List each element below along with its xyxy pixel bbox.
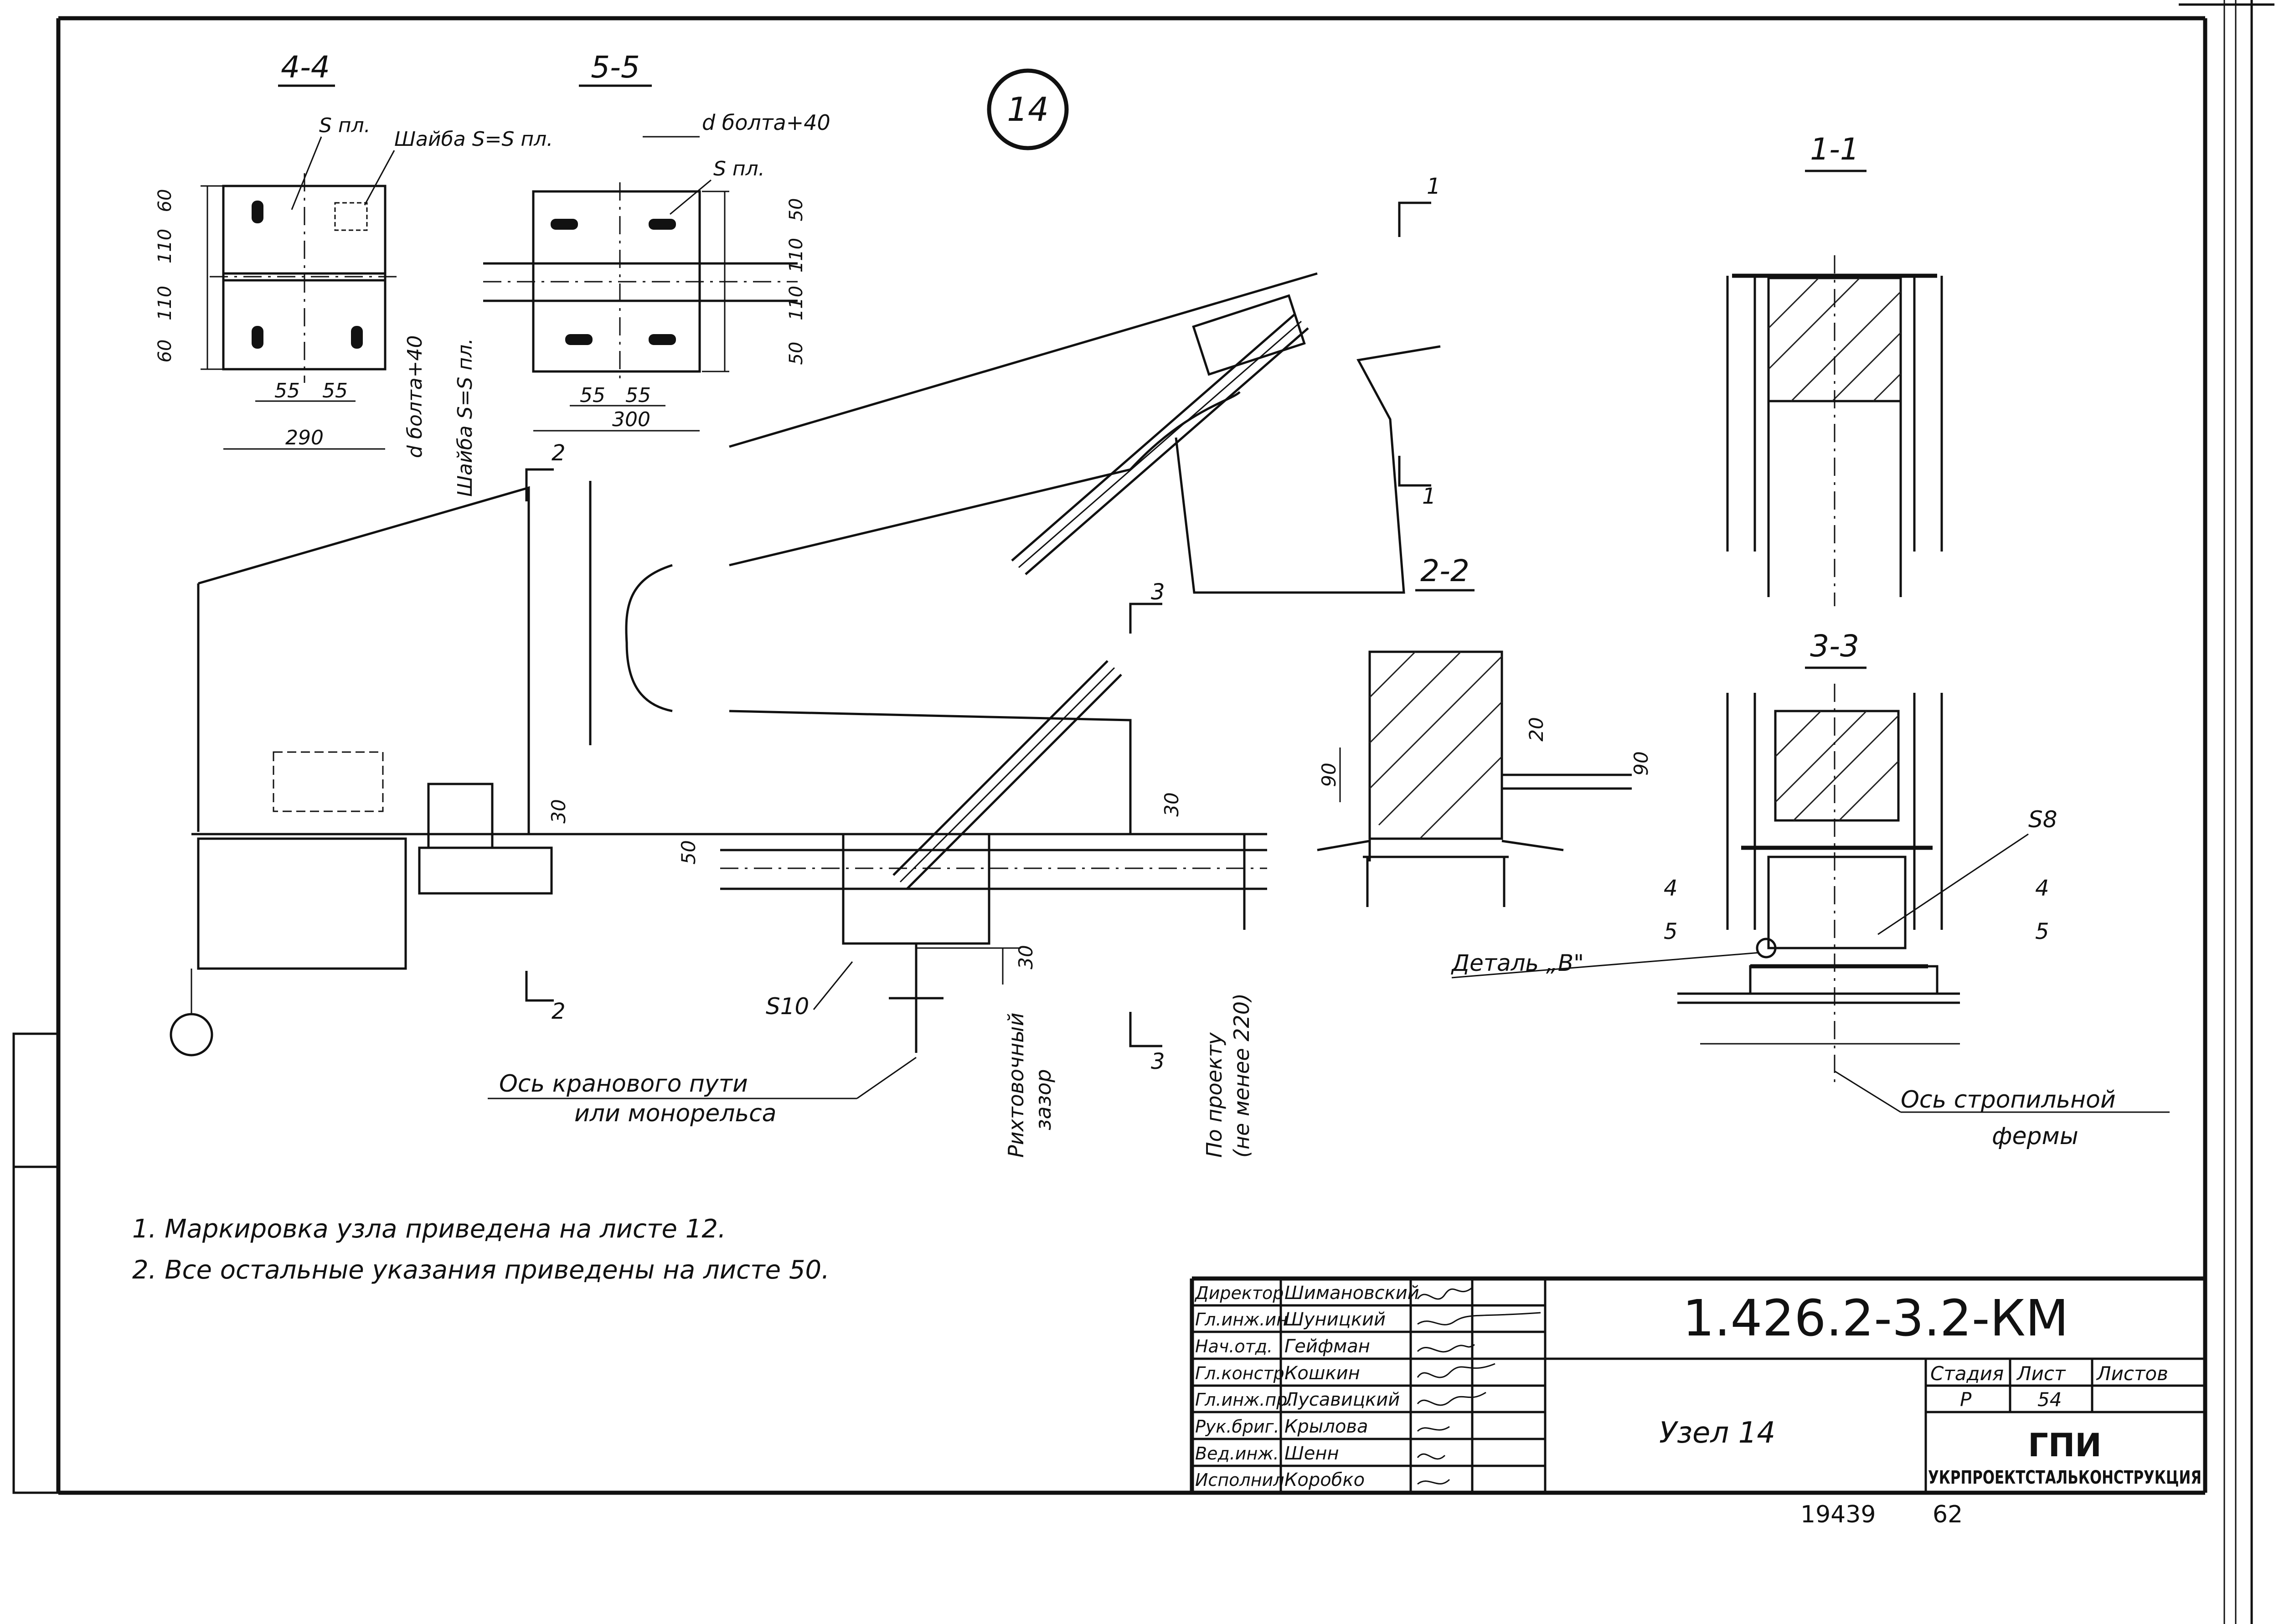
archive-number: 19439	[1800, 1501, 1876, 1528]
name-2: Гейфман	[1284, 1336, 1370, 1357]
name-6: Шенн	[1284, 1443, 1339, 1464]
label-proj-1: По проекту	[1202, 1032, 1227, 1158]
dim-5-5-50-top: 50	[786, 198, 807, 222]
label-crane-axis-2: или монорельса	[574, 1100, 777, 1127]
section-title-5-5: 5-5	[591, 50, 640, 85]
cut-mark-1-top: 1	[1427, 174, 1441, 199]
label-crane-axis-1: Ось кранового пути	[499, 1070, 748, 1098]
role-6: Вед.инж.	[1195, 1444, 1279, 1464]
label-proj-2: (не менее 220)	[1229, 993, 1254, 1158]
dim-3-3-5-left: 5	[1664, 919, 1678, 944]
dim-30-mid: 30	[1160, 792, 1183, 816]
role-1: Гл.инж.ин	[1195, 1310, 1288, 1330]
name-3: Кошкин	[1284, 1363, 1360, 1384]
dim-30-left: 30	[547, 799, 570, 823]
dim-3-3-4-right: 4	[2035, 876, 2049, 901]
dim-4-4-55-a: 55	[274, 379, 300, 402]
note-1: 1. Маркировка узла приведена на листе 12…	[132, 1214, 726, 1244]
note-2: 2. Все остальные указания приведены на л…	[132, 1255, 830, 1285]
name-0: Шимановский	[1284, 1283, 1419, 1304]
section-5-5: 5-5 50 110 110 50 55 55 300 d болта+40 S…	[483, 50, 830, 432]
general-notes: 1. Маркировка узла приведена на листе 12…	[132, 1214, 830, 1285]
archive-sheet: 62	[1933, 1501, 1963, 1528]
name-1: Шуницкий	[1284, 1309, 1386, 1330]
cut-mark-3-top: 3	[1151, 579, 1165, 605]
label-washer-vert: Шайба S=S пл.	[454, 338, 477, 497]
dim-2-2-20: 20	[1525, 717, 1547, 741]
dim-4-4-60-top: 60	[155, 189, 175, 212]
section-cut-markers: 1 1 2 2 3 3	[525, 174, 1441, 1074]
dim-3-3-4-left: 4	[1664, 876, 1678, 901]
dim-5-5-55-a: 55	[580, 384, 605, 407]
cut-mark-3-bot: 3	[1151, 1049, 1165, 1074]
dim-5-5-110-b: 110	[786, 286, 807, 320]
section-2-2: 2-2 90 20 90	[1317, 553, 1652, 907]
stage-label: Стадия	[1930, 1362, 2004, 1385]
role-7: Исполнил	[1195, 1470, 1284, 1490]
label-s-pl-4-4: S пл.	[319, 114, 371, 137]
label-s-pl-5-5: S пл.	[713, 157, 765, 180]
signatures	[1417, 1287, 1541, 1485]
brace-upper	[1011, 294, 1309, 575]
label-truss-axis-1: Ось стропильной	[1901, 1086, 2116, 1114]
name-7: Коробко	[1284, 1469, 1365, 1490]
dim-5-5-50-bot: 50	[786, 342, 807, 365]
name-4: Лусавицкий	[1284, 1389, 1400, 1410]
dim-50-mid: 50	[677, 840, 700, 864]
dim-4-4-110-b: 110	[155, 286, 175, 320]
section-3-3: 3-3 S8 Деталь „В" 4 5 4 5 Ось стропильно…	[1451, 629, 2170, 1150]
cut-mark-1-bot: 1	[1422, 484, 1436, 509]
cut-mark-2-bot: 2	[552, 999, 566, 1024]
label-washer-top: Шайба S=S пл.	[394, 128, 553, 151]
section-title-2-2: 2-2	[1420, 553, 1469, 588]
dim-30-bottom: 30	[1015, 945, 1037, 969]
sheet-value: 54	[2037, 1388, 2062, 1411]
label-truss-axis-2: фермы	[1992, 1123, 2078, 1150]
dim-5-5-55-b: 55	[625, 384, 651, 407]
document-code: 1.426.2-3.2-КМ	[1682, 1289, 2068, 1347]
dim-2-2-90-right: 90	[1630, 751, 1652, 775]
sheet-title: Узел 14	[1659, 1416, 1775, 1450]
dim-4-4-110-a: 110	[155, 229, 175, 263]
dim-5-5-300: 300	[612, 408, 650, 431]
dim-3-3-5-right: 5	[2035, 919, 2049, 944]
label-d-bolt-top: d болта+40	[702, 110, 830, 135]
section-4-4: 4-4 60 110 110 60 55 55 290 S пл. Шайба …	[155, 50, 553, 497]
label-gap-2: зазор	[1031, 1069, 1056, 1130]
main-elevation: 30 30 50 30 S10 Ось кранового пути или м…	[170, 272, 1441, 1158]
node-number: 14	[1007, 90, 1049, 129]
label-s8: S8	[2028, 806, 2057, 833]
section-title-1-1: 1-1	[1810, 132, 1859, 167]
dim-4-4-60-bot: 60	[155, 340, 175, 363]
section-title-4-4: 4-4	[281, 50, 330, 85]
node-number-bubble: 14	[987, 68, 1069, 150]
brace-lower	[892, 660, 1122, 890]
stage-value: Р	[1960, 1388, 1972, 1411]
label-gap-1: Рихтовочный	[1004, 1012, 1028, 1158]
label-s10: S10	[766, 993, 809, 1020]
sheet-label: Лист	[2016, 1362, 2066, 1385]
sheet-frame	[12, 0, 2274, 1624]
section-title-3-3: 3-3	[1810, 629, 1859, 664]
label-d-bolt-vert: d болта+40	[403, 335, 427, 458]
role-5: Рук.бриг.	[1195, 1417, 1279, 1437]
section-1-1: 1-1	[1726, 132, 1943, 606]
dim-4-4-290: 290	[285, 426, 324, 449]
dim-5-5-110-a: 110	[786, 238, 807, 273]
sheets-label: Листов	[2096, 1362, 2168, 1385]
cut-mark-2-top: 2	[552, 440, 566, 466]
role-3: Гл.констр.	[1195, 1363, 1290, 1383]
dim-2-2-90-left: 90	[1318, 763, 1340, 787]
role-4: Гл.инж.пр.	[1195, 1390, 1293, 1410]
role-0: Директор	[1194, 1283, 1284, 1303]
dim-4-4-55-b: 55	[322, 379, 348, 402]
org-name: УКРПРОЕКТСТАЛЬКОНСТРУКЦИЯ	[1928, 1467, 2202, 1488]
title-block: Директор Гл.инж.ин Нач.отд. Гл.констр. Г…	[1190, 1276, 2205, 1528]
org-logo: ГПИ	[2028, 1427, 2102, 1464]
name-5: Крылова	[1284, 1416, 1368, 1437]
role-2: Нач.отд.	[1195, 1336, 1273, 1356]
